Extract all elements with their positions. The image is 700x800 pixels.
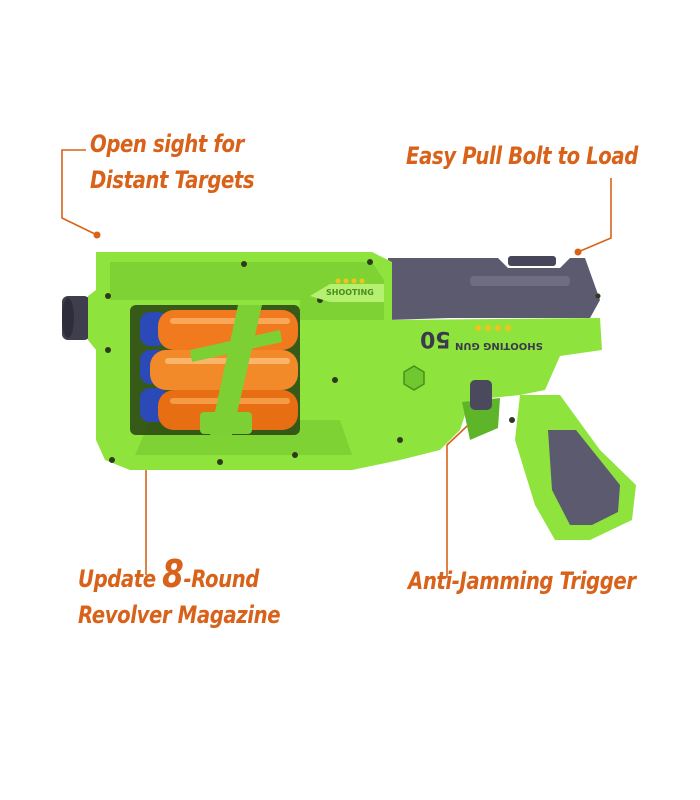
muzzle [62, 296, 90, 340]
callout-open-sight-line1: Open sight for [90, 130, 244, 158]
callout-magazine-round-count: 8 [162, 552, 184, 596]
callout-magazine-line2: Revolver Magazine [78, 601, 281, 629]
callout-trigger-line1: Anti-Jamming Trigger [408, 567, 636, 595]
revolver-magazine [130, 305, 300, 435]
model-label-text: SHOOTING GUN [455, 340, 543, 351]
side-label-text: SHOOTING [326, 288, 374, 297]
callout-magazine-line1: Update 8-Round [78, 555, 280, 597]
model-number-text: 50 [420, 326, 451, 351]
callout-revolver-magazine: Update 8-Round Revolver Magazine [78, 555, 281, 633]
callout-magazine-pre: Update [78, 565, 163, 593]
callout-pull-bolt-line1: Easy Pull Bolt to Load [406, 142, 638, 170]
callout-magazine-post: -Round [183, 565, 259, 593]
callout-trigger: Anti-Jamming Trigger [408, 563, 636, 599]
side-label-arrow [310, 278, 384, 302]
bolt-slide [388, 256, 600, 320]
callout-open-sight: Open sight for Distant Targets [90, 126, 255, 198]
callout-pull-bolt: Easy Pull Bolt to Load [406, 138, 638, 174]
model-badge [475, 325, 511, 331]
callout-open-sight-line2: Distant Targets [90, 166, 255, 194]
